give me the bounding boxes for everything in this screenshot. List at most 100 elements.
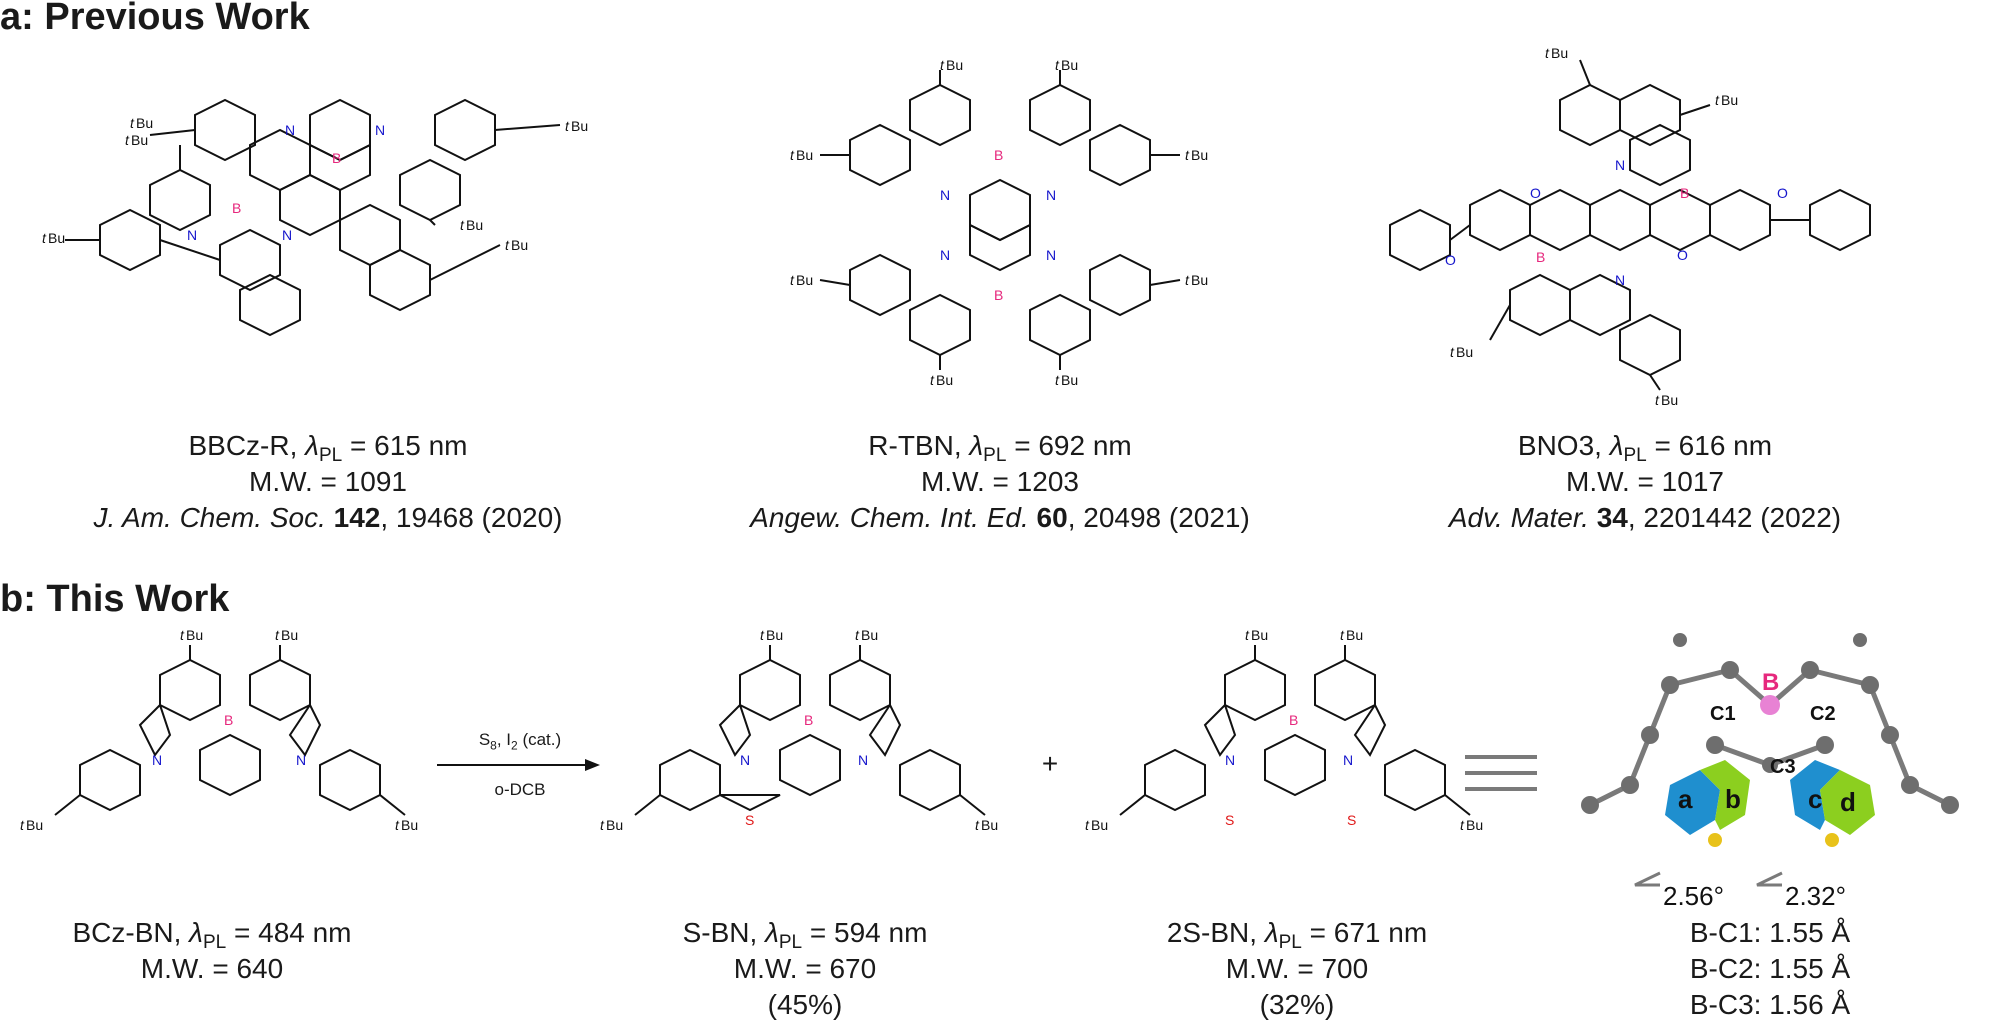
section-title-this-work: b: This Work bbox=[0, 578, 230, 620]
svg-text:d: d bbox=[1840, 787, 1856, 817]
svg-text:t: t bbox=[1055, 372, 1060, 388]
svg-text:B: B bbox=[1289, 712, 1298, 728]
svg-text:t: t bbox=[1655, 392, 1660, 408]
svg-text:c: c bbox=[1808, 784, 1822, 814]
svg-text:Bu: Bu bbox=[981, 817, 998, 833]
svg-text:t: t bbox=[125, 132, 130, 148]
svg-text:2.32°: 2.32° bbox=[1785, 881, 1846, 911]
svg-text:Bu: Bu bbox=[401, 817, 418, 833]
compound-caption-bbcz-r: BBCz-R, λPL = 615 nm M.W. = 1091 J. Am. … bbox=[93, 430, 563, 533]
svg-text:t: t bbox=[1545, 45, 1550, 61]
svg-text:C2: C2 bbox=[1810, 703, 1836, 725]
svg-text:N: N bbox=[1046, 187, 1056, 203]
svg-text:2.56°: 2.56° bbox=[1663, 881, 1724, 911]
svg-text:N: N bbox=[1343, 752, 1353, 768]
svg-text:t: t bbox=[42, 230, 47, 246]
crystal-bond-lengths: B-C1: 1.55 Å B-C2: 1.55 Å B-C3: 1.56 Å bbox=[1689, 917, 1851, 1020]
svg-text:t: t bbox=[505, 237, 510, 253]
svg-text:S: S bbox=[1225, 812, 1234, 828]
svg-text:t: t bbox=[930, 372, 935, 388]
svg-text:B: B bbox=[1536, 249, 1545, 265]
svg-text:N: N bbox=[1615, 157, 1625, 173]
compound-caption-s-bn: S-BN, λPL = 594 nm M.W. = 670 (45%) bbox=[682, 917, 928, 1020]
equivalence-sign bbox=[1465, 755, 1537, 791]
svg-text:Bu: Bu bbox=[946, 57, 963, 73]
svg-text:Bu: Bu bbox=[26, 817, 43, 833]
svg-text:t: t bbox=[760, 627, 765, 643]
svg-text:Bu: Bu bbox=[1661, 392, 1678, 408]
svg-text:Bu: Bu bbox=[131, 132, 148, 148]
svg-text:Bu: Bu bbox=[1251, 627, 1268, 643]
svg-text:N: N bbox=[296, 752, 306, 768]
svg-text:t: t bbox=[460, 217, 465, 233]
svg-text:t: t bbox=[1085, 817, 1090, 833]
svg-text:Bu: Bu bbox=[1191, 272, 1208, 288]
svg-text:O: O bbox=[1445, 252, 1456, 268]
svg-text:S: S bbox=[745, 812, 754, 828]
svg-text:O: O bbox=[1777, 185, 1788, 201]
svg-text:Bu: Bu bbox=[1466, 817, 1483, 833]
svg-text:Bu: Bu bbox=[861, 627, 878, 643]
svg-text:Bu: Bu bbox=[466, 217, 483, 233]
svg-text:Bu: Bu bbox=[1091, 817, 1108, 833]
svg-text:b: b bbox=[1725, 784, 1741, 814]
svg-text:C3: C3 bbox=[1770, 756, 1796, 778]
svg-text:B: B bbox=[804, 712, 813, 728]
svg-text:C1: C1 bbox=[1710, 703, 1736, 725]
svg-text:t: t bbox=[790, 272, 795, 288]
svg-text:t: t bbox=[1055, 57, 1060, 73]
svg-text:t: t bbox=[940, 57, 945, 73]
svg-text:Bu: Bu bbox=[1191, 147, 1208, 163]
svg-text:t: t bbox=[565, 118, 570, 134]
svg-text:Bu: Bu bbox=[1346, 627, 1363, 643]
svg-text:Bu: Bu bbox=[606, 817, 623, 833]
svg-text:N: N bbox=[858, 752, 868, 768]
nitrogen-label: N bbox=[285, 122, 295, 138]
svg-text:t: t bbox=[1460, 817, 1465, 833]
svg-text:a: a bbox=[1678, 784, 1693, 814]
svg-text:O: O bbox=[1530, 185, 1541, 201]
svg-text:t: t bbox=[975, 817, 980, 833]
svg-text:Bu: Bu bbox=[48, 230, 65, 246]
svg-text:N: N bbox=[1225, 752, 1235, 768]
svg-text:B: B bbox=[232, 200, 241, 216]
svg-text:N: N bbox=[1615, 272, 1625, 288]
svg-text:Bu: Bu bbox=[1721, 92, 1738, 108]
svg-text:t: t bbox=[1450, 344, 1455, 360]
svg-text:N: N bbox=[1046, 247, 1056, 263]
svg-text:t: t bbox=[180, 627, 185, 643]
svg-text:t: t bbox=[395, 817, 400, 833]
svg-text:Bu: Bu bbox=[571, 118, 588, 134]
svg-text:Bu: Bu bbox=[1061, 57, 1078, 73]
compound-caption-bno3: BNO3, λPL = 616 nm M.W. = 1017 Adv. Mate… bbox=[1448, 430, 1842, 533]
svg-text:t: t bbox=[1185, 147, 1190, 163]
svg-text:Bu: Bu bbox=[766, 627, 783, 643]
svg-text:B: B bbox=[332, 150, 341, 166]
plus-sign: + bbox=[1041, 748, 1059, 779]
svg-text:B: B bbox=[1680, 185, 1689, 201]
svg-text:t: t bbox=[855, 627, 860, 643]
svg-text:O: O bbox=[1677, 247, 1688, 263]
svg-text:Bu: Bu bbox=[136, 115, 153, 131]
svg-text:t: t bbox=[20, 817, 25, 833]
svg-text:N: N bbox=[940, 187, 950, 203]
svg-text:B: B bbox=[994, 287, 1003, 303]
compound-caption-2s-bn: 2S-BN, λPL = 671 nm M.W. = 700 (32%) bbox=[1166, 917, 1428, 1020]
svg-text:t: t bbox=[1185, 272, 1190, 288]
reaction-reagents: S8, I2 (cat.) bbox=[478, 730, 562, 753]
svg-text:Bu: Bu bbox=[186, 627, 203, 643]
svg-text:Bu: Bu bbox=[796, 147, 813, 163]
svg-text:Bu: Bu bbox=[1061, 372, 1078, 388]
svg-text:N: N bbox=[152, 752, 162, 768]
svg-text:t: t bbox=[1715, 92, 1720, 108]
svg-text:Bu: Bu bbox=[796, 272, 813, 288]
compound-caption-bcz-bn: BCz-BN, λPL = 484 nm M.W. = 640 bbox=[72, 917, 352, 984]
svg-text:N: N bbox=[375, 122, 385, 138]
svg-text:N: N bbox=[282, 227, 292, 243]
compound-caption-r-tbn: R-TBN, λPL = 692 nm M.W. = 1203 Angew. C… bbox=[750, 430, 1250, 533]
